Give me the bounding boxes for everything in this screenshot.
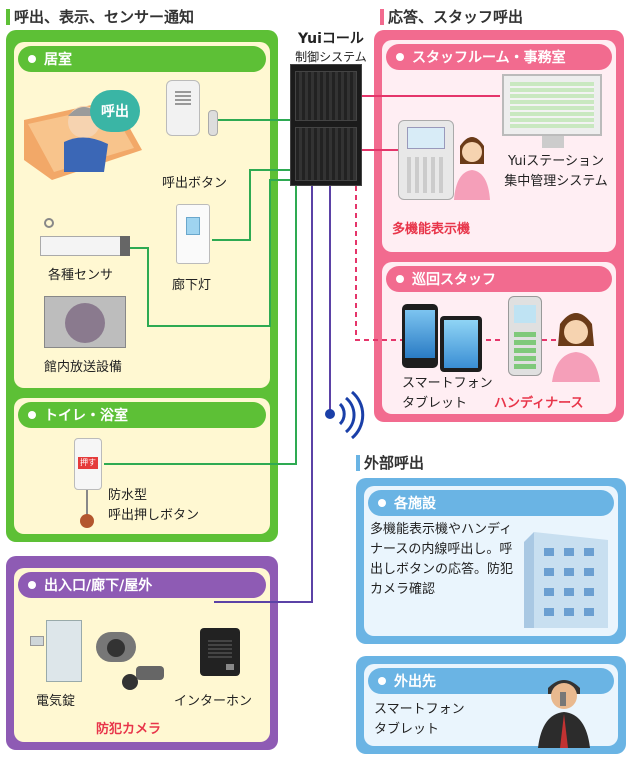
electric-lock-label: 電気錠 bbox=[36, 694, 76, 709]
sensor-plug bbox=[120, 236, 130, 256]
button-tag: 押す bbox=[78, 457, 98, 469]
station-monitor bbox=[502, 74, 602, 136]
building-icon bbox=[524, 532, 608, 628]
smartphone-label: スマートフォン タブレット bbox=[402, 376, 493, 411]
title-bar bbox=[356, 454, 360, 471]
control-system-label: Yuiコール 制御システム bbox=[286, 28, 376, 65]
toilet-heading: トイレ・浴室 bbox=[18, 402, 266, 428]
facility-description: 多機能表示機やハンディナースの内線呼出し。呼出しボタンの応答。防犯カメラ確認 bbox=[370, 522, 514, 597]
sensor-cord-icon bbox=[44, 218, 54, 228]
facility-heading: 各施設 bbox=[368, 490, 614, 516]
title-bar bbox=[6, 8, 10, 25]
left-section-title-text: 呼出、表示、センサー通知 bbox=[14, 8, 195, 26]
staff-woman-illustration bbox=[450, 128, 494, 200]
multi-display-label: 多機能表示機 bbox=[392, 222, 471, 237]
lock-sensor bbox=[30, 636, 44, 646]
patrol-woman-illustration bbox=[548, 302, 604, 382]
handy-nurse-device bbox=[508, 296, 542, 376]
right-section-title: 応答、スタッフ呼出 bbox=[380, 6, 523, 27]
external-section-title-text: 外部呼出 bbox=[364, 454, 425, 472]
call-bubble: 呼出 bbox=[90, 90, 140, 132]
handy-nurse-label: ハンディナース bbox=[494, 396, 584, 411]
smartphone-device bbox=[402, 304, 438, 368]
right-section-title-text: 応答、スタッフ呼出 bbox=[388, 8, 524, 26]
multi-display-phone bbox=[398, 120, 454, 200]
entrance-heading: 出入口/廊下/屋外 bbox=[18, 572, 266, 598]
waterproof-button-device: 押す bbox=[74, 438, 102, 490]
pull-cord bbox=[86, 490, 88, 516]
intercom-device bbox=[200, 628, 240, 676]
pull-cord-handle bbox=[80, 514, 94, 528]
external-section-title: 外部呼出 bbox=[356, 452, 424, 473]
patrol-heading: 巡回スタッフ bbox=[386, 266, 612, 292]
security-camera-label: 防犯カメラ bbox=[96, 722, 162, 737]
corridor-light-device bbox=[176, 204, 210, 264]
room-heading: 居室 bbox=[18, 46, 266, 72]
security-camera-icon bbox=[96, 626, 164, 690]
tablet-device bbox=[440, 316, 482, 372]
staff-room-heading: スタッフルーム・事務室 bbox=[386, 44, 612, 70]
handset-icon bbox=[208, 110, 218, 136]
waterproof-button-label: 防水型 呼出押しボタン bbox=[108, 488, 200, 523]
monitor-stand bbox=[542, 136, 564, 148]
electric-lock-device bbox=[46, 620, 82, 682]
call-button-label: 呼出ボタン bbox=[162, 176, 228, 191]
outside-description: スマートフォン タブレット bbox=[374, 702, 465, 737]
control-name: 制御システム bbox=[295, 50, 367, 64]
broadcast-label: 館内放送設備 bbox=[44, 360, 123, 375]
call-bubble-text: 呼出 bbox=[101, 104, 129, 120]
businessman-illustration bbox=[532, 668, 596, 748]
control-unit bbox=[290, 64, 362, 186]
station-label: Yuiステーション 集中管理システム bbox=[504, 154, 608, 189]
sensor-device bbox=[40, 236, 128, 256]
title-bar bbox=[380, 8, 384, 25]
control-brand: Yuiコール bbox=[298, 31, 364, 47]
intercom-label: インターホン bbox=[174, 694, 253, 709]
corridor-light-label: 廊下灯 bbox=[172, 278, 212, 293]
call-button-device bbox=[166, 80, 200, 136]
sensor-label: 各種センサ bbox=[48, 268, 114, 283]
speaker-device bbox=[44, 296, 126, 348]
left-section-title: 呼出、表示、センサー通知 bbox=[6, 6, 194, 27]
patient-illustration bbox=[24, 80, 144, 180]
